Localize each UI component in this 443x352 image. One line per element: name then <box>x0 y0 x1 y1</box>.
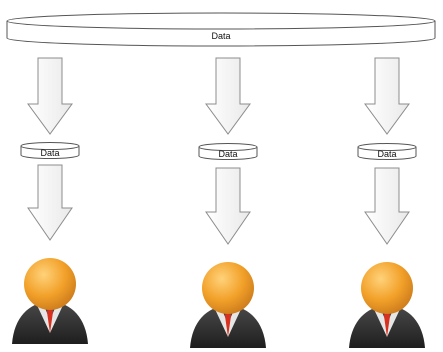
down-arrow <box>205 57 251 135</box>
down-arrow <box>205 167 251 245</box>
main-data-store: Data <box>6 12 436 47</box>
node-data-store: Data <box>198 143 258 160</box>
node-data-store-label: Data <box>377 149 396 159</box>
user-icon <box>349 262 425 348</box>
down-arrow <box>364 57 410 135</box>
down-arrow <box>27 164 73 241</box>
distribution-column: Data <box>190 57 266 348</box>
user-icon <box>190 262 266 348</box>
node-data-store-label: Data <box>40 148 59 158</box>
distribution-column: Data <box>349 57 425 348</box>
distribution-column: Data <box>12 57 88 344</box>
node-data-store-label: Data <box>218 149 237 159</box>
node-data-store: Data <box>20 142 80 159</box>
down-arrow <box>364 167 410 245</box>
down-arrow <box>27 57 73 135</box>
main-data-store-label: Data <box>211 31 230 41</box>
user-icon <box>12 258 88 344</box>
node-data-store: Data <box>357 143 417 160</box>
